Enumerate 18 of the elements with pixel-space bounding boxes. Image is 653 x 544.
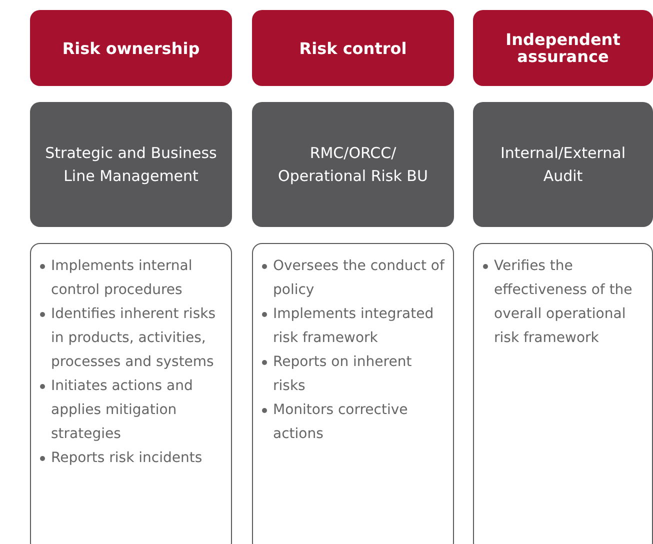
role-box: Internal/External Audit: [473, 102, 653, 227]
duties-panel: [30, 243, 232, 544]
bullet-item: Verifies the effectiveness of the overall operational risk framework: [494, 257, 634, 348]
header-box: Risk control: [252, 10, 454, 86]
duties-panel: [252, 243, 454, 544]
bullet-item: Implements internal control procedures: [51, 257, 194, 300]
duties-panel: [473, 243, 653, 544]
header-box: Independent assurance: [473, 10, 653, 86]
bullet-item: Oversees the conduct of policy: [273, 257, 446, 300]
bullet-item: Identifies inherent risks in products, activities, processes and systems: [51, 305, 217, 372]
bullet-item: Monitors corrective actions: [273, 401, 409, 444]
role-box: RMC/ORCC/ Operational Risk BU: [252, 102, 454, 227]
role-box: Strategic and Business Line Management: [30, 102, 232, 227]
bullet-item: Reports risk incidents: [51, 449, 202, 468]
bullet-item: Implements integrated risk framework: [273, 305, 435, 348]
bullet-item: Initiates actions and applies mitigation strategies: [51, 377, 194, 444]
header-box: Risk ownership: [30, 10, 232, 86]
bullet-item: Reports on inherent risks: [273, 353, 413, 396]
